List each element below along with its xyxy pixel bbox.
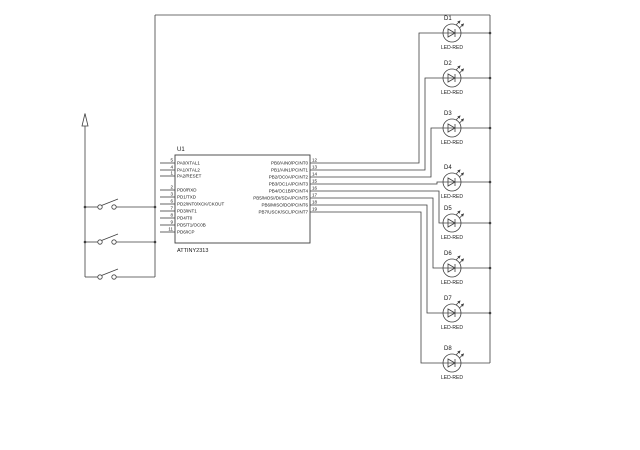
pin-number: 7 (170, 206, 173, 211)
emission-arrow-icon (459, 172, 465, 178)
pin-label: PB0/AIN0/PCINT0 (271, 161, 309, 166)
wire-right-bus (488, 15, 492, 363)
led-type-label: LED-RED (441, 235, 463, 241)
vcc-arrow-icon (81, 113, 89, 127)
pin-number: 4 (170, 165, 173, 170)
led-d1: D1 LED-RED (441, 16, 490, 51)
led-ref: D2 (444, 61, 452, 67)
pin-label: PB5/MOSI/DI/SDA/PCINT5 (253, 196, 308, 201)
pin-number: 16 (312, 186, 318, 191)
emission-arrow-icon (455, 255, 461, 261)
led-d5: D5 LED-RED (441, 206, 490, 241)
pin-number: 12 (312, 158, 318, 163)
pin-label: PD0/RXD (177, 188, 197, 193)
led-d6: D6 LED-RED (441, 251, 490, 286)
led-ref: D6 (444, 251, 452, 257)
ic-refdes: U1 (177, 147, 185, 153)
led-type-label: LED-RED (441, 140, 463, 146)
emission-arrow-icon (459, 68, 465, 74)
led-d4: D4 LED-RED (441, 165, 490, 200)
emission-arrow-icon (455, 20, 461, 26)
ic-left-pin-labels: PA0/XTAL1 PA1/XTAL2 PA2/RESET PD0/RXD PD… (177, 161, 225, 235)
pin-label: PD6/ICP (177, 230, 195, 235)
emission-arrow-icon (459, 23, 465, 29)
emission-arrow-icon (459, 258, 465, 264)
power-flag (81, 113, 89, 277)
pin-label: PB2/OC0A/PCINT2 (269, 175, 309, 180)
led-type-label: LED-RED (441, 325, 463, 331)
pin-number: 6 (170, 199, 173, 204)
pin-number: 9 (170, 220, 173, 225)
pin-number: 8 (170, 213, 173, 218)
led-type-label: LED-RED (441, 280, 463, 286)
pin-number: 17 (312, 193, 318, 198)
ic-right-pin-labels: PB0/AIN0/PCINT0 PB1/AIN1/PCINT1 PB2/OC0A… (253, 161, 308, 215)
led-type-label: LED-RED (441, 90, 463, 96)
pin-label: PA2/RESET (177, 174, 202, 179)
pin-label: PD1/TXD (177, 195, 197, 200)
pin-label: PB6/MISO/DO/PCINT6 (261, 203, 308, 208)
ic-body (174, 154, 311, 244)
pin-label: PD2/INT0/XCK/CKOUT (177, 202, 225, 207)
pin-label: PB1/AIN1/PCINT1 (271, 168, 309, 173)
pin-label: PB3/OC1A/PCINT3 (269, 182, 309, 187)
wire-left-rail (153, 15, 157, 277)
ic-right-pin-numbers: 12 13 14 15 16 17 18 19 (312, 158, 318, 212)
led-ref: D5 (444, 206, 452, 212)
led-d7: D7 LED-RED (441, 296, 490, 331)
pin-to-led-wires (310, 32, 443, 364)
pin-label: PD4/T0 (177, 216, 193, 221)
pin-number: 15 (312, 179, 318, 184)
emission-arrow-icon (455, 210, 461, 216)
switch-1 (85, 198, 155, 210)
pin-number: 1 (170, 171, 173, 176)
pin-number: 13 (312, 165, 318, 170)
pin-label: PA1/XTAL2 (177, 168, 200, 173)
emission-arrow-icon (459, 213, 465, 219)
pin-number: 18 (312, 200, 318, 205)
pin-label: PB4/OC1B/PCINT4 (269, 189, 309, 194)
pin-number: 2 (170, 185, 173, 190)
led-ref: D4 (444, 165, 452, 171)
pin-number: 3 (170, 192, 173, 197)
emission-arrow-icon (459, 118, 465, 124)
pin-number: 14 (312, 172, 318, 177)
switch-2 (85, 233, 155, 245)
emission-arrow-icon (459, 303, 465, 309)
pin-label: PA0/XTAL1 (177, 161, 200, 166)
pin-label: PD5/T1/OC0B (177, 223, 206, 228)
led-d8: D8 LED-RED (441, 346, 490, 381)
ic-left-pin-stubs (160, 162, 175, 233)
led-type-label: LED-RED (441, 45, 463, 51)
pin-label: PD3/INT1 (177, 209, 197, 214)
pin-number: 19 (312, 207, 318, 212)
led-type-label: LED-RED (441, 194, 463, 200)
led-ref: D1 (444, 16, 452, 22)
led-ref: D8 (444, 346, 452, 352)
led-ref: D7 (444, 296, 452, 302)
pin-number: 11 (168, 227, 173, 232)
led-type-label: LED-RED (441, 375, 463, 381)
emission-arrow-icon (459, 353, 465, 359)
ic-part-number: ATTINY2313 (177, 248, 208, 254)
led-d3: D3 LED-RED (441, 111, 490, 146)
led-d2: D2 LED-RED (441, 61, 490, 96)
switch-3 (85, 268, 155, 280)
emission-arrow-icon (455, 350, 461, 356)
emission-arrow-icon (455, 300, 461, 306)
pin-label: PB7/USCK/SCL/PCINT7 (258, 210, 308, 215)
emission-arrow-icon (455, 65, 461, 71)
pin-number: 5 (170, 158, 173, 163)
emission-arrow-icon (455, 115, 461, 121)
ic-left-pin-numbers: 5 4 1 2 3 6 7 8 9 11 (168, 158, 173, 232)
emission-arrow-icon (455, 169, 461, 175)
ic-u1: U1 ATTINY2313 5 4 1 2 3 6 7 8 9 11 (160, 147, 318, 254)
led-ref: D3 (444, 111, 452, 117)
